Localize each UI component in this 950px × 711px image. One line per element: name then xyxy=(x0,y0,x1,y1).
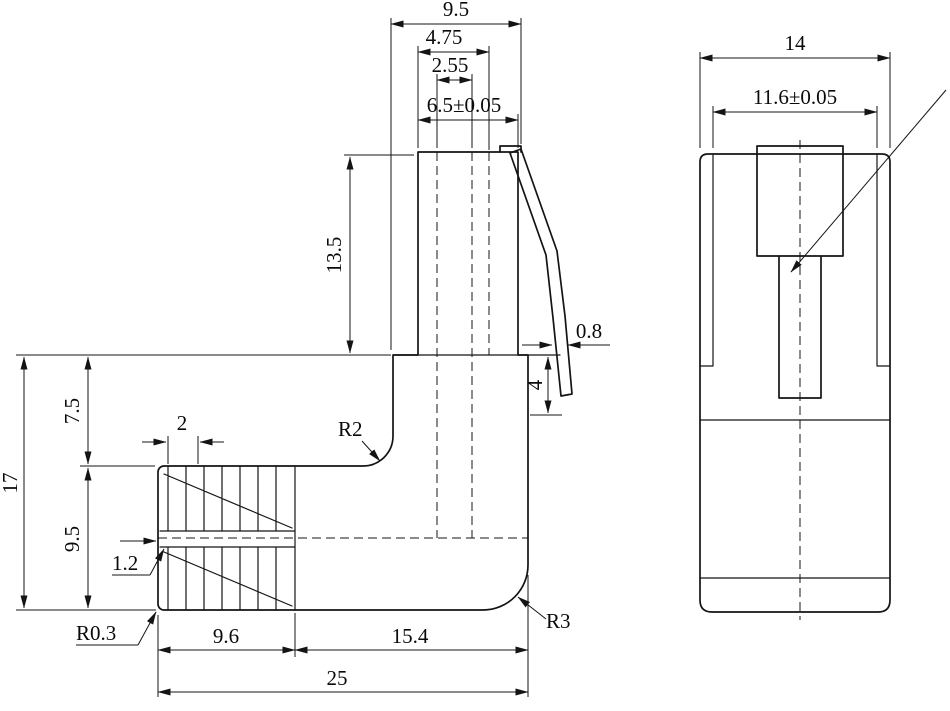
front-boot-lines xyxy=(699,419,891,579)
label-plug-width: 6.5±0.05 xyxy=(427,93,502,117)
label-overall-height: 17 xyxy=(0,473,22,494)
label-underlines xyxy=(76,574,150,646)
label-top-2: 4.75 xyxy=(426,25,463,49)
label-overall-length: 25 xyxy=(327,666,348,690)
leader-radius-inner xyxy=(361,440,381,462)
label-upper-height: 7.5 xyxy=(60,398,84,424)
label-body-length: 15.4 xyxy=(392,624,429,648)
label-overall-width: 14 xyxy=(785,31,807,55)
side-body-outline xyxy=(157,151,529,611)
strain-relief-ribs xyxy=(159,465,296,611)
label-top-3: 2.55 xyxy=(432,53,469,77)
side-view: 9.5 4.75 2.55 6.5±0.05 13.5 17 7.5 9.5 2… xyxy=(0,0,610,697)
label-rib-width: 1.2 xyxy=(112,551,138,575)
leader-radius-bottom-left xyxy=(137,611,157,646)
hidden-lines-side xyxy=(158,152,528,539)
label-radius-inner: R2 xyxy=(338,417,363,441)
latch-profile xyxy=(499,145,573,397)
label-inner-width: 11.6±0.05 xyxy=(753,85,837,109)
label-latch-drop: 4 xyxy=(523,379,547,390)
leader-rib-width xyxy=(149,548,165,576)
front-view: 14 11.6±0.05 xyxy=(699,31,947,620)
label-radius-bottom-left: R0.3 xyxy=(76,621,116,645)
front-body-outline xyxy=(699,153,891,613)
front-inner-walls xyxy=(699,153,891,367)
extension-lines-front xyxy=(699,52,891,148)
label-radius-outer: R3 xyxy=(546,609,571,633)
label-latch-thickness: 0.8 xyxy=(576,319,602,343)
label-rib-pitch: 2 xyxy=(177,411,188,435)
leader-radius-outer xyxy=(517,596,547,620)
extension-lines-side xyxy=(16,18,562,697)
label-plug-height: 13.5 xyxy=(322,237,346,274)
leader-latch-callout xyxy=(790,89,947,273)
label-top-overall: 9.5 xyxy=(443,0,469,21)
label-lower-height: 9.5 xyxy=(60,526,84,552)
label-boot-length: 9.6 xyxy=(213,624,239,648)
